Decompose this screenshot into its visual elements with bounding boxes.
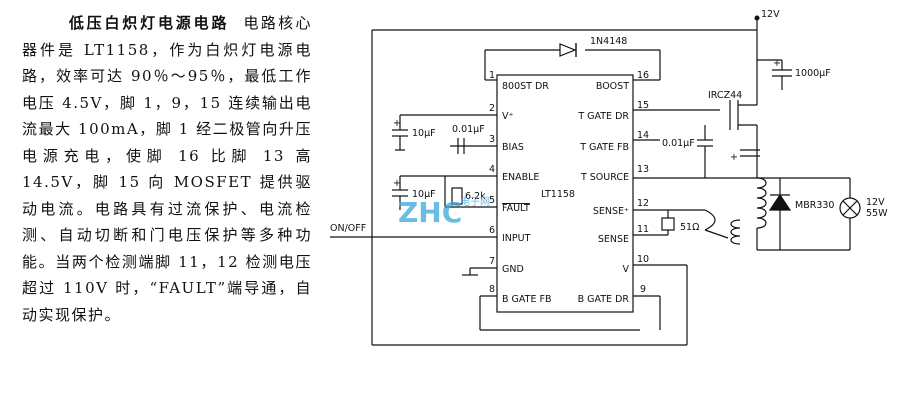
watermark-main: ZHC (398, 196, 462, 229)
svg-text:+: + (773, 58, 781, 69)
pin-num-15: 15 (637, 100, 649, 111)
cap-v-plus-label: 10μF (412, 128, 436, 139)
pin-label-12: SENSE⁺ (593, 206, 629, 217)
pin-num-2: 2 (489, 103, 495, 114)
pin-label-14: T GATE FB (579, 142, 629, 153)
pin-label-5: FAULT (502, 203, 530, 214)
diode-label: 1N4148 (590, 36, 627, 47)
pin-num-14: 14 (637, 130, 649, 141)
pin-label-16: BOOST (596, 81, 629, 92)
svg-text:+: + (393, 118, 401, 129)
pin-label-8: B GATE FB (502, 294, 551, 305)
pin-num-11: 11 (637, 224, 649, 235)
pin-label-3: BIAS (502, 142, 524, 153)
pin-num-9: 9 (640, 284, 646, 295)
pin-label-13: T SOURCE (580, 172, 629, 183)
description-body: 电路核心器件是 LT1158，作为白炽灯电源电路，效率可达 90％～95％，最低… (22, 14, 312, 324)
cap-bulk-label: 1000μF (795, 68, 831, 79)
pin-num-16: 16 (637, 70, 649, 81)
cap-enable-label: 10μF (412, 189, 436, 200)
mosfet-label: IRCZ44 (708, 90, 742, 101)
description-text: 低压白炽灯电源电路 电路核心器件是 LT1158，作为白炽灯电源电路，效率可达 … (22, 10, 312, 328)
res-sense-label: 51Ω (680, 222, 699, 233)
pin-num-10: 10 (637, 254, 649, 265)
pin-num-4: 4 (489, 164, 495, 175)
pin-label-15: T GATE DR (577, 111, 629, 122)
pin-label-2: V⁺ (502, 111, 514, 122)
pin-num-7: 7 (489, 256, 495, 267)
lamp-power-label: 55W (866, 208, 888, 219)
lamp-voltage-label: 12V (866, 197, 885, 208)
input-label: ON/OFF (330, 223, 366, 234)
ic-body (496, 74, 634, 313)
pin-num-1: 1 (489, 70, 495, 81)
svg-text:+: + (393, 178, 401, 189)
supply-label: 12V (761, 9, 780, 20)
pin-label-9: B GATE DR (578, 294, 630, 305)
pin-num-12: 12 (637, 198, 649, 209)
svg-text:+: + (730, 152, 738, 163)
pin-label-11: SENSE (598, 234, 629, 245)
ic-name: LT1158 (541, 189, 575, 200)
pin-label-6: INPUT (502, 233, 531, 244)
pin-label-1: 800ST DR (502, 81, 549, 92)
pin-num-8: 8 (489, 284, 495, 295)
pin-label-4: ENABLE (502, 172, 539, 183)
pin-label-10: V (623, 264, 630, 275)
pin-label-7: GND (502, 264, 524, 275)
pin-num-3: 3 (489, 134, 495, 145)
pin-num-13: 13 (637, 164, 649, 175)
diode-1n4148 (559, 43, 577, 57)
watermark-sub: 电子网 (460, 195, 490, 208)
description-title: 低压白炽灯电源电路 (68, 14, 230, 32)
res-fault-label: 6.2k (465, 191, 486, 202)
schottky-label: MBR330 (795, 200, 834, 211)
cap-bias-label: 0.01μF (452, 124, 485, 135)
pin-num-5: 5 (489, 195, 495, 206)
pin-num-6: 6 (489, 225, 495, 236)
cap-tgate-label: 0.01μF (662, 138, 695, 149)
